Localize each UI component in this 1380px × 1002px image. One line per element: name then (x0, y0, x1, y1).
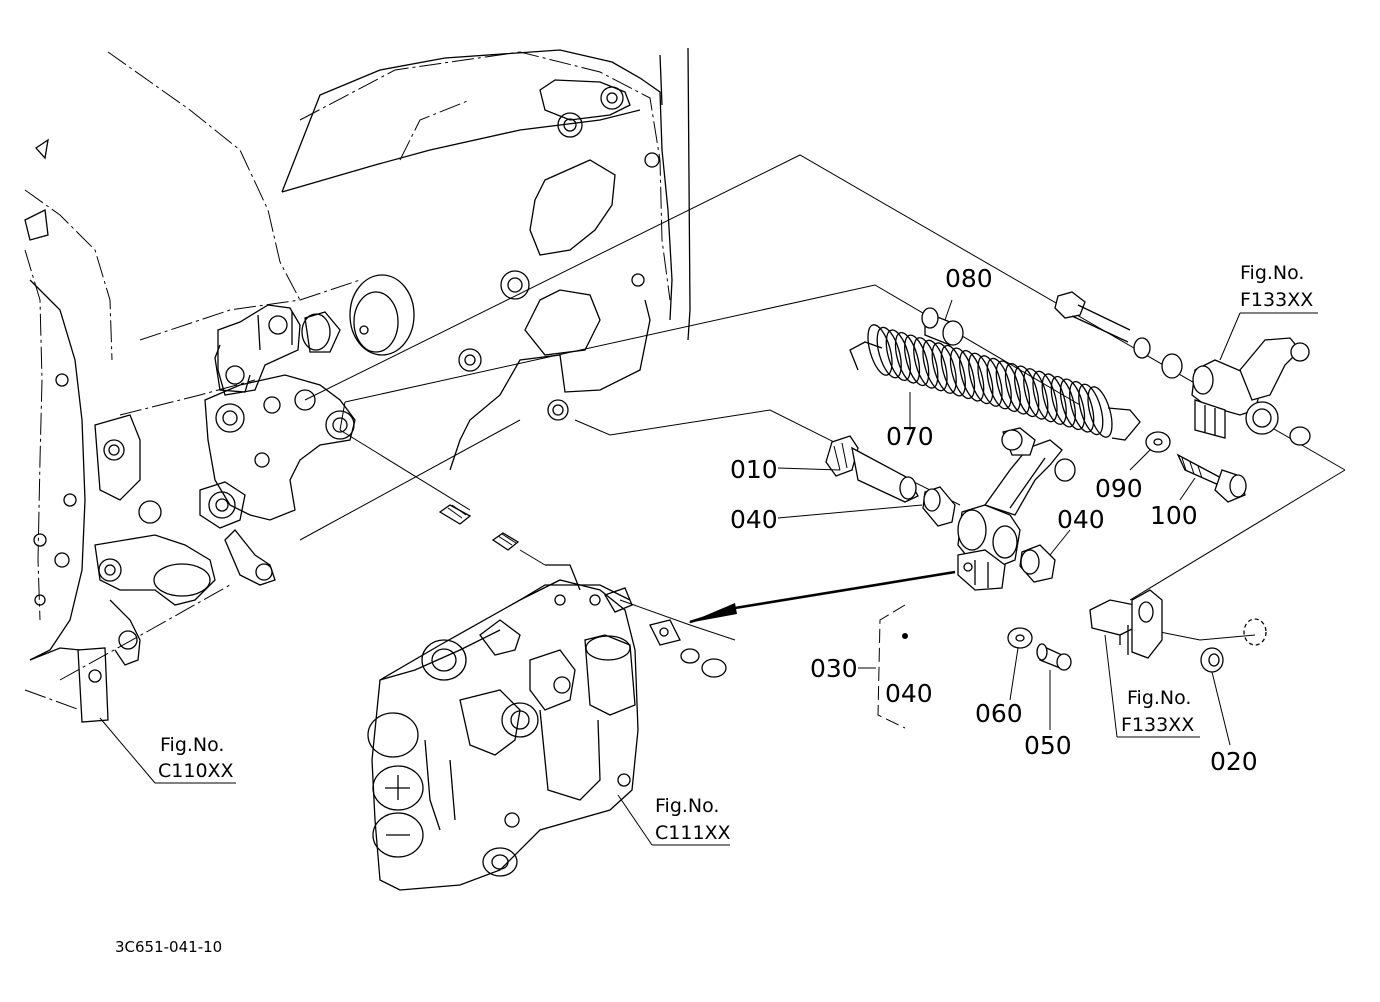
spring-coil (1014, 365, 1040, 418)
spring-coil (1041, 373, 1067, 425)
spring-coil (1004, 363, 1031, 415)
fig-ref-c111-line2: C111XX (655, 822, 731, 844)
link-arrow (688, 570, 956, 624)
part-060-washer (1007, 627, 1033, 649)
spring-coil (1032, 370, 1058, 423)
figure-references: Fig.No. F133XX Fig.No. F133XX Fig.No. C1… (158, 262, 1313, 844)
control-valve-body (367, 564, 639, 891)
spring-coil (867, 324, 893, 376)
label-030: 030 (810, 654, 858, 683)
valve-fittings (649, 619, 727, 678)
tension-spring-070 (849, 324, 1141, 441)
spring-coil (876, 326, 902, 379)
part-020-snap-ring (1200, 618, 1267, 673)
kit-030-bracket (877, 604, 908, 729)
drawing-code: 3C651-041-10 (115, 938, 222, 956)
spring-coil (995, 360, 1021, 412)
spring-coil (904, 334, 930, 387)
fig-ref-f133-top-line1: Fig.No. (1240, 262, 1304, 284)
bracket-f133-mid (1089, 589, 1163, 659)
part-100-bolt (1176, 453, 1247, 503)
spring-coil (1078, 383, 1104, 436)
label-040-c: 040 (885, 679, 933, 708)
spring-coil (959, 350, 985, 402)
label-060: 060 (975, 699, 1023, 728)
label-040-a: 040 (730, 505, 778, 534)
part-010-pin (825, 435, 919, 503)
part-labels: 080 070 010 040 040 090 100 030 040 060 … (730, 264, 1258, 776)
spring-coil (913, 337, 939, 389)
label-070: 070 (886, 422, 934, 451)
spring-coil (977, 355, 1003, 407)
spring-coil (885, 329, 911, 381)
spring-coil (931, 342, 957, 394)
main-lever (957, 427, 1076, 591)
spring-coil (1023, 368, 1049, 420)
part-090-washer (1145, 431, 1171, 453)
assembly-guide-lines (299, 154, 1346, 641)
fig-ref-f133-mid-line1: Fig.No. (1127, 687, 1191, 709)
label-100: 100 (1150, 501, 1198, 530)
fig-ref-c110-line2: C110XX (158, 760, 234, 782)
part-040-bushing-b (1019, 544, 1056, 583)
spring-coil (894, 332, 921, 384)
leader-lines (99, 299, 1318, 846)
fig-ref-f133-mid-line2: F133XX (1121, 714, 1194, 736)
label-040-b: 040 (1057, 505, 1105, 534)
part-040-bushing-a (922, 486, 956, 527)
spring-coil (940, 344, 966, 397)
spring-coil (1087, 386, 1113, 438)
label-080: 080 (945, 264, 993, 293)
spring-coil (986, 357, 1012, 410)
label-010: 010 (730, 455, 778, 484)
transmission-housing (24, 47, 691, 723)
pin-upper (1054, 291, 1183, 379)
spring-coil (1059, 378, 1086, 431)
fig-ref-c110-line1: Fig.No. (160, 734, 224, 756)
spring-coil (922, 339, 948, 392)
label-020: 020 (1210, 747, 1258, 776)
label-090: 090 (1095, 474, 1143, 503)
lever-assembly-f133-top (1191, 337, 1311, 446)
spring-coil (968, 352, 994, 405)
fig-ref-c111-line1: Fig.No. (655, 795, 719, 817)
part-080-collar (921, 307, 964, 346)
part-050-bolt (1036, 643, 1072, 671)
spring-coil (1069, 381, 1095, 433)
spring-coil (1050, 375, 1076, 428)
label-050: 050 (1024, 731, 1072, 760)
spring-coil (949, 347, 976, 400)
fig-ref-f133-top-line2: F133XX (1240, 289, 1313, 311)
rods (438, 504, 520, 551)
